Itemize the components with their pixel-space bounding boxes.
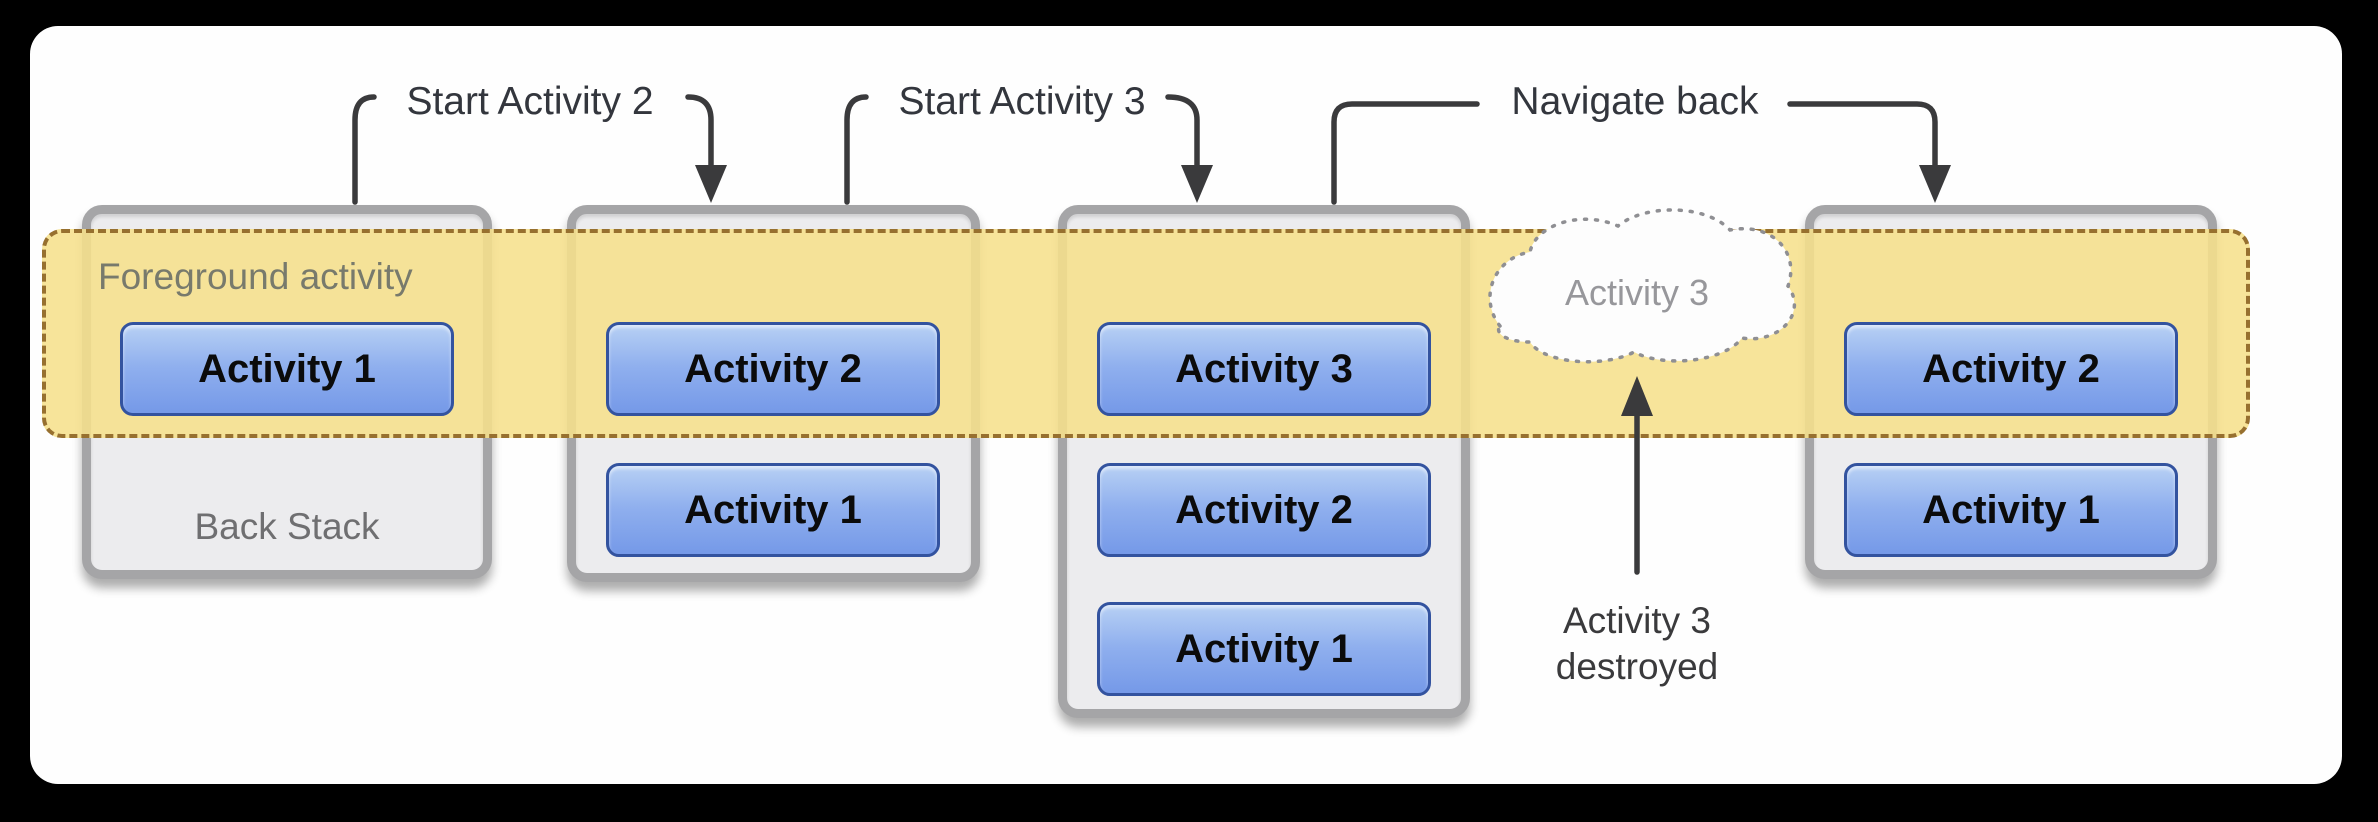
stack3-back-activity-button-1: Activity 2	[1097, 463, 1431, 557]
foreground-activity-label: Foreground activity	[98, 256, 413, 297]
start-activity-3-label: Start Activity 3	[898, 80, 1146, 123]
navigate-back-left-bracket	[1331, 101, 1480, 205]
start-activity-2-left-hook	[352, 94, 377, 205]
back-stack-label: Back Stack	[194, 506, 380, 547]
activity-destroyed-note-line1: Activity 3	[1562, 600, 1712, 641]
activity-destroyed-note-line2: destroyed	[1555, 646, 1719, 687]
stack1-foreground-activity-button: Activity 1	[120, 322, 454, 416]
stack4-foreground-activity-button: Activity 2	[1844, 322, 2178, 416]
start-activity-3-left-hook	[844, 94, 869, 205]
start-activity-2-label: Start Activity 2	[406, 80, 654, 123]
stack2-back-activity-button: Activity 1	[606, 463, 940, 557]
stack4-back-activity-button: Activity 1	[1844, 463, 2178, 557]
start-activity-2-arrowhead-icon	[695, 165, 727, 203]
stack2-foreground-activity-button: Activity 2	[606, 322, 940, 416]
stack3-foreground-activity-button: Activity 3	[1097, 322, 1431, 416]
destroyed-cloud-icon	[1488, 208, 1796, 364]
start-activity-2-arrow-line	[685, 94, 714, 171]
navigate-back-arrowhead-icon	[1919, 165, 1951, 203]
navigate-back-label: Navigate back	[1511, 80, 1759, 123]
start-activity-3-arrow-line	[1165, 94, 1200, 171]
activity-destroyed-note: Activity 3 destroyed	[1487, 598, 1787, 690]
navigate-back-arrow-line	[1787, 101, 1938, 171]
start-activity-3-arrowhead-icon	[1181, 165, 1213, 203]
destroyed-cloud-label: Activity 3	[1564, 272, 1710, 313]
stack3-back-activity-button-2: Activity 1	[1097, 602, 1431, 696]
destroyed-arrowhead-icon	[1621, 376, 1653, 416]
